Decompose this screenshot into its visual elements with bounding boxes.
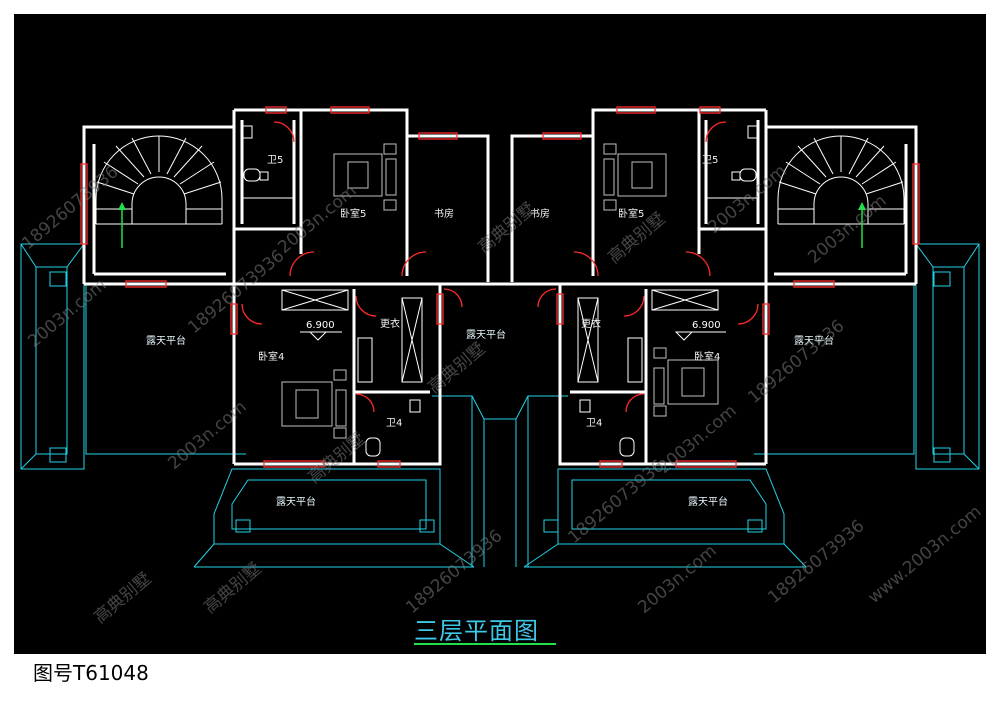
room-label-bath4-right: 卫4 (586, 418, 602, 429)
room-label-terrace-bottom-right: 露天平台 (688, 495, 728, 508)
watermark-brand: 高典别墅 (90, 569, 155, 628)
elevation-left: 6.900 (306, 320, 335, 331)
watermark-site: 2003n.com (804, 191, 890, 268)
room-label-terrace-left: 露天平台 (146, 334, 186, 347)
watermark-site: 2003n.com (164, 397, 250, 474)
left-unit-walls (82, 108, 490, 466)
drawing-frame: 卫5 卧室5 书房 书房 卧室5 卫5 露天平台 露天平台 露天平台 更衣 更衣… (14, 14, 986, 654)
spiral-stairs-left (95, 135, 223, 248)
drawing-title: 三层平面图 (414, 617, 539, 645)
watermark-phone: 18926073936 (402, 526, 506, 618)
room-label-terrace-bottom-left: 露天平台 (276, 495, 316, 508)
drawing-number: 图号T61048 (33, 661, 149, 685)
floor-plan: 卫5 卧室5 书房 书房 卧室5 卫5 露天平台 露天平台 露天平台 更衣 更衣… (18, 106, 985, 628)
room-label-bed4-right: 卧室4 (694, 350, 720, 363)
room-label-bath4-left: 卫4 (386, 418, 402, 429)
title-underline (414, 643, 556, 645)
room-label-bed4-left: 卧室4 (258, 350, 284, 363)
terrace-outlines (20, 243, 980, 568)
elevation-right: 6.900 (692, 320, 721, 331)
watermarks: 18926073936 18926073936 2003n.com 2003n.… (18, 161, 985, 628)
windows (80, 106, 920, 468)
room-label-bed5-left: 卧室5 (340, 207, 366, 220)
room-label-study-right: 书房 (530, 207, 550, 220)
room-label-bed5-right: 卧室5 (618, 207, 644, 220)
room-label-terrace-center: 露天平台 (466, 328, 506, 341)
right-unit-walls (440, 108, 918, 466)
furniture (241, 125, 759, 457)
watermark-brand: 高典别墅 (424, 339, 489, 398)
room-label-bath5-right: 卫5 (702, 155, 718, 166)
elevation-markers (300, 331, 726, 341)
watermark-phone: 18926073936 (764, 516, 868, 608)
room-label-bath5-left: 卫5 (267, 155, 283, 166)
watermark-phone: 18926073936 (744, 316, 848, 408)
watermark-brand: 高典别墅 (474, 199, 539, 258)
watermark-phone: 18926073936 (18, 162, 122, 254)
doors (241, 121, 759, 413)
watermark-brand: 高典别墅 (200, 559, 265, 618)
watermark-site: www.2003n.com (864, 502, 985, 608)
watermark-site: 2003n.com (654, 401, 740, 478)
watermark-site: 2003n.com (634, 541, 720, 618)
watermark-phone: 18926073936 (564, 456, 668, 548)
spiral-stairs-right (777, 135, 905, 248)
room-label-closet-left: 更衣 (380, 317, 400, 330)
room-label-terrace-right: 露天平台 (794, 334, 834, 347)
room-label-study-left: 书房 (434, 207, 454, 220)
room-label-closet-right: 更衣 (581, 317, 601, 330)
